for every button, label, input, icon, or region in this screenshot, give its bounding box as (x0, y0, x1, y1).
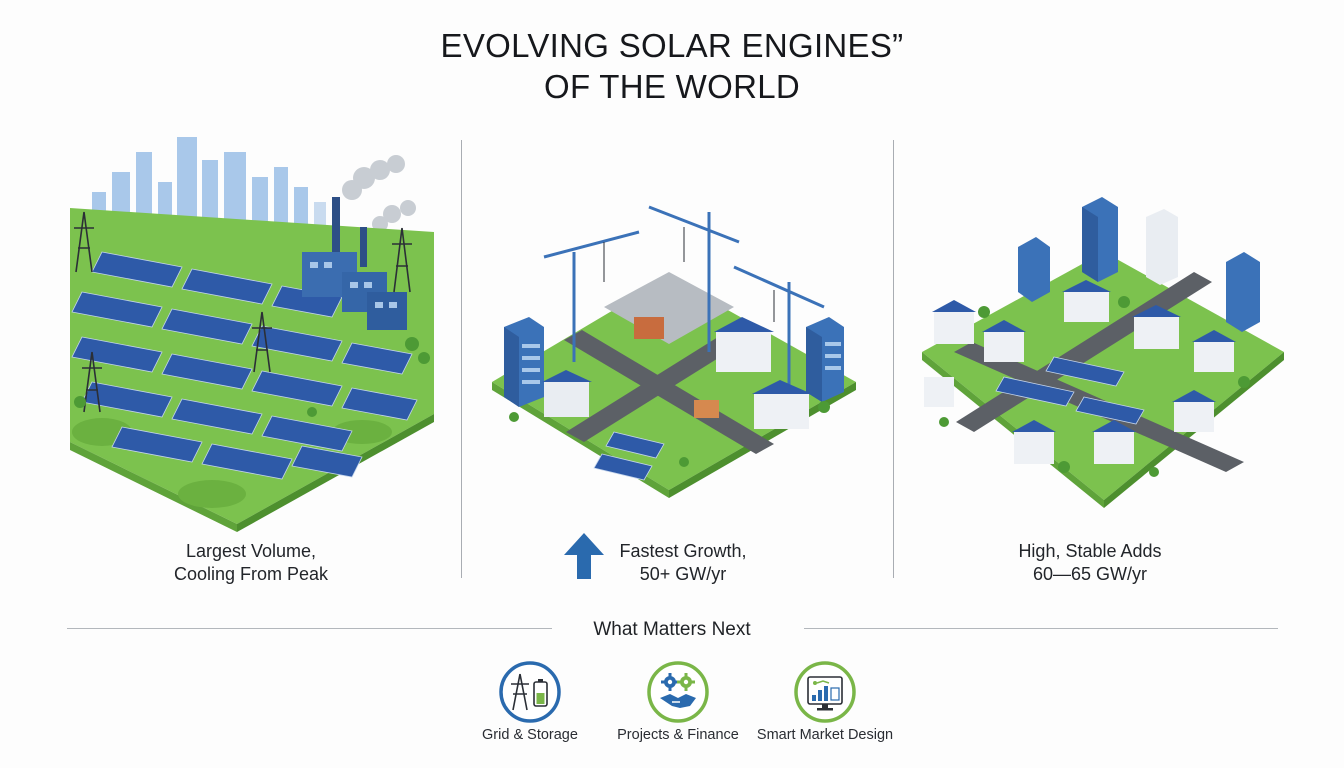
section-divider-left (67, 628, 552, 629)
caption-panel-2-line-1: Fastest Growth, (619, 541, 747, 561)
smart-market-label: Smart Market Design (756, 727, 894, 743)
caption-panel-2-line-2: 50+ GW/yr (639, 564, 727, 584)
caption-panel-2: Fastest Growth, 50+ GW/yr (608, 540, 758, 586)
caption-panel-1-line-2: Cooling From Peak (173, 564, 329, 584)
section-heading: What Matters Next (593, 619, 751, 640)
page-title-line-1: EVOLVING SOLAR ENGINES” (440, 27, 904, 64)
solar-farm-illustration (70, 137, 434, 532)
caption-panel-1-line-1: Largest Volume, (185, 541, 317, 561)
caption-panel-3-line-1: High, Stable Adds (1018, 541, 1162, 561)
scene-established-city-illustration (914, 132, 1294, 532)
scene-construction-city-illustration (484, 132, 864, 532)
caption-panel-3-line-2: 60—65 GW/yr (1032, 564, 1148, 584)
up-arrow-icon (564, 533, 604, 579)
gears-handshake-icon (647, 661, 709, 723)
dashboard-chart-icon (794, 661, 856, 723)
grid-storage-label: Grid & Storage (482, 727, 578, 743)
projects-finance-badge (646, 660, 710, 724)
page-title-line-2: OF THE WORLD (544, 68, 800, 105)
caption-panel-1: Largest Volume, Cooling From Peak (131, 540, 371, 586)
construction-city-illustration (492, 205, 856, 498)
smart-market-badge (793, 660, 857, 724)
column-divider-right (893, 140, 894, 578)
pylon-battery-icon (499, 661, 561, 723)
column-divider-left (461, 140, 462, 578)
grid-storage-badge (498, 660, 562, 724)
caption-panel-3: High, Stable Adds 60—65 GW/yr (990, 540, 1190, 586)
projects-finance-label: Projects & Finance (617, 727, 739, 743)
established-city-illustration (922, 197, 1284, 508)
section-divider-right (804, 628, 1278, 629)
scene-solar-farm-illustration (62, 132, 442, 532)
